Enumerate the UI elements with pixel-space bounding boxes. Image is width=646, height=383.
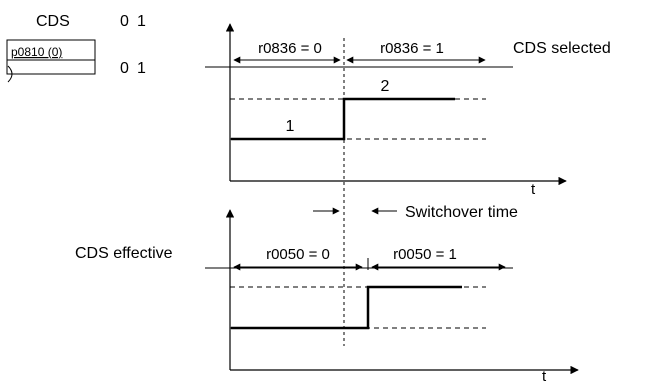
bottom-chart: t CDS effective r0050 = 0 r0050 = 1 [75,209,579,383]
top-chart-title: CDS selected [513,40,611,57]
bottom-chart-title: CDS effective [75,245,173,262]
bottom-left-state: r0050 = 0 [266,246,330,263]
switchover-indicator: Switchover time [313,204,518,221]
param-bit1: 1 [137,60,146,77]
bottom-time-label: t [542,368,547,383]
bottom-right-state: r0050 = 1 [393,246,457,263]
top-left-state: r0836 = 0 [258,40,322,57]
cds-bit0: 0 [120,13,129,30]
top-level-high: 2 [381,78,390,95]
switchover-label: Switchover time [405,204,518,221]
parameter-box-label: p0810 (0) [11,45,62,59]
top-signal-trace [231,97,455,141]
top-level-low: 1 [286,118,295,135]
top-time-label: t [531,181,536,198]
top-chart: t r0836 = 0 r0836 = 1 CDS selected 1 2 [205,23,611,198]
parameter-box: p0810 (0) [6,39,96,83]
top-right-state: r0836 = 1 [380,40,444,57]
cds-label: CDS [36,13,70,30]
bottom-signal-trace [231,285,462,330]
cds-bit1: 1 [137,13,146,30]
param-bit0: 0 [120,60,129,77]
